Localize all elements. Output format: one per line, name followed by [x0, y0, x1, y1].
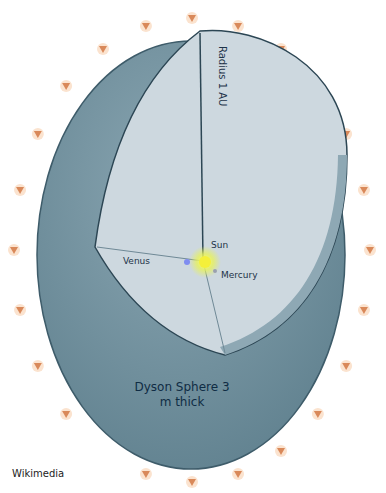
star [14, 304, 26, 316]
star [232, 468, 244, 480]
radius-label: Radius 1 AU [217, 46, 228, 106]
star [14, 184, 26, 196]
watermark: Wikimedia [12, 468, 64, 479]
star [140, 20, 152, 32]
planet-label: Venus [123, 256, 150, 266]
star [312, 408, 324, 420]
star [186, 12, 198, 24]
star [60, 80, 72, 92]
star [32, 128, 44, 140]
sphere-label: Dyson Sphere 3 m thick [127, 380, 237, 410]
planet-label: Mercury [221, 270, 257, 280]
sphere-shell: Dyson Sphere 3 m thick [35, 25, 353, 473]
star [232, 20, 244, 32]
star [186, 476, 198, 488]
star [275, 445, 287, 457]
star [358, 184, 370, 196]
star [358, 304, 370, 316]
star [340, 360, 352, 372]
star [32, 360, 44, 372]
star-label: Sun [211, 240, 228, 250]
star [8, 244, 20, 256]
star [364, 244, 376, 256]
star [97, 43, 109, 55]
star [140, 468, 152, 480]
star [60, 408, 72, 420]
